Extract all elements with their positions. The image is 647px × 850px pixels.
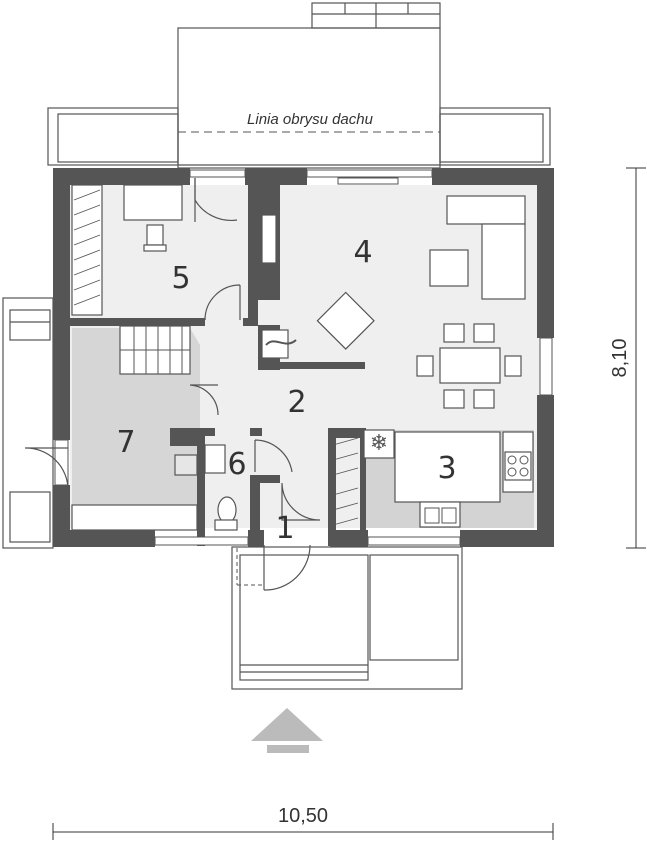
room-numbers: 1 2 3 4 5 6 7	[116, 235, 456, 546]
stove-burners	[507, 455, 529, 477]
wardrobe-hatch	[73, 189, 359, 526]
kitchen-sink	[424, 507, 457, 524]
furniture	[71, 184, 534, 531]
room-number-1: 1	[275, 511, 294, 546]
room-number-4: 4	[353, 235, 372, 270]
room-number-7: 7	[116, 425, 135, 460]
room-number-6: 6	[227, 447, 246, 482]
entry-terrace	[231, 546, 463, 690]
roof-outline	[47, 2, 551, 169]
snowflake-icon: ❄	[370, 431, 388, 456]
room-number-2: 2	[287, 385, 306, 420]
dimension-width	[52, 823, 554, 840]
fireplace-icon	[265, 339, 297, 346]
doors	[24, 178, 321, 591]
stair-steps	[120, 326, 190, 374]
room-number-5: 5	[171, 261, 190, 296]
dimension-height-label: 8,10	[609, 339, 631, 378]
dimension-width-label: 10,50	[278, 805, 328, 827]
roof-line-label: Linia obrysu dachu	[247, 111, 374, 128]
left-balcony	[2, 297, 54, 549]
room-number-3: 3	[437, 451, 456, 486]
entrance-arrow-icon	[251, 708, 323, 753]
dimension-height	[626, 167, 646, 549]
windows	[54, 169, 553, 546]
